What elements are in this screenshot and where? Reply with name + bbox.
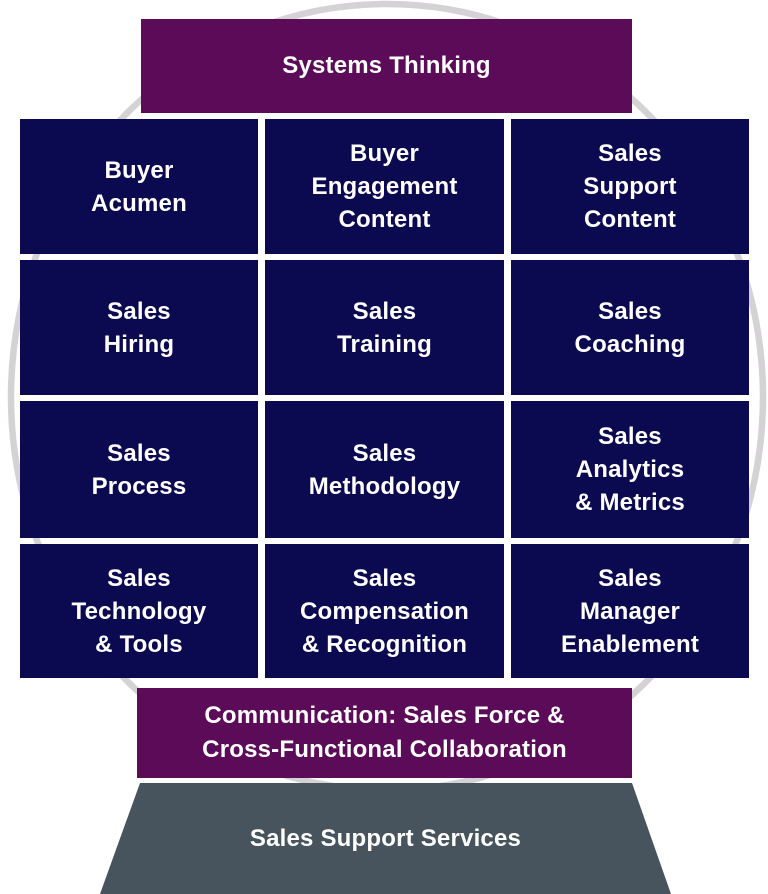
communication-label: Communication: Sales Force & Cross-Funct…	[202, 702, 567, 763]
systems-thinking-banner: Systems Thinking	[141, 19, 632, 113]
grid-cell-sales-support-content: Sales Support Content	[511, 119, 749, 254]
grid-cell-sales-coaching: Sales Coaching	[511, 260, 749, 395]
grid-cell-sales-training: Sales Training	[265, 260, 504, 395]
grid-cell-sales-process: Sales Process	[20, 401, 258, 538]
grid-cell-sales-analytics-metrics: Sales Analytics & Metrics	[511, 401, 749, 538]
sales-support-services-label: Sales Support Services	[249, 824, 522, 852]
communication-banner: Communication: Sales Force & Cross-Funct…	[137, 688, 632, 778]
grid-cell-sales-compensation-recognition: Sales Compensation & Recognition	[265, 544, 504, 678]
grid-cell-sales-hiring: Sales Hiring	[20, 260, 258, 395]
grid-cell-buyer-engagement-content: Buyer Engagement Content	[265, 119, 504, 254]
systems-thinking-label: Systems Thinking	[282, 52, 491, 79]
grid-cell-sales-technology-tools: Sales Technology & Tools	[20, 544, 258, 678]
grid-cell-sales-methodology: Sales Methodology	[265, 401, 504, 538]
capability-grid: Buyer Acumen Buyer Engagement Content Sa…	[20, 119, 749, 678]
grid-cell-sales-manager-enablement: Sales Manager Enablement	[511, 544, 749, 678]
sales-support-services-base: Sales Support Services	[100, 783, 671, 894]
grid-cell-buyer-acumen: Buyer Acumen	[20, 119, 258, 254]
